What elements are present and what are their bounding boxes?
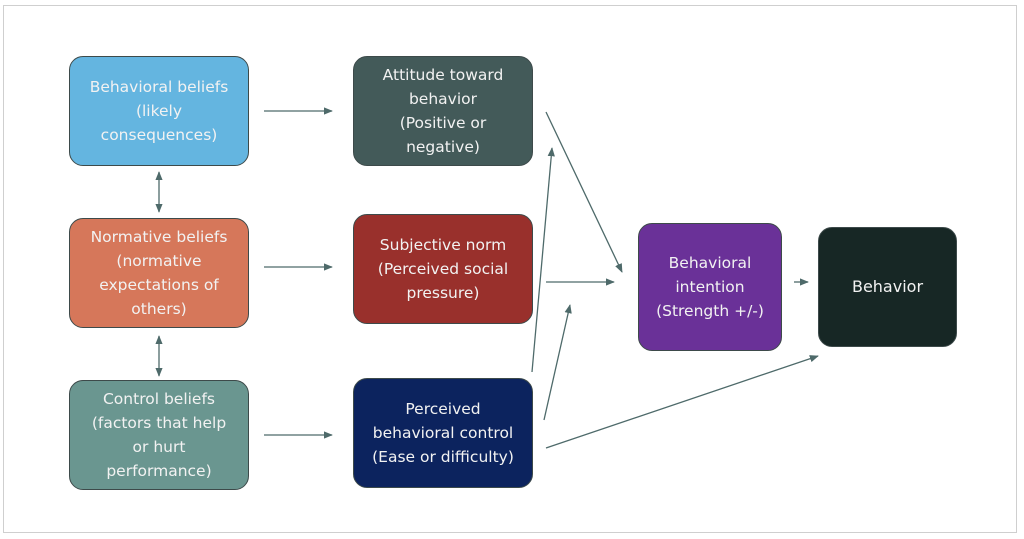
edge-perceived-attitude: [531, 147, 555, 373]
node-attitude: Attitude toward behavior (Positive or ne…: [353, 56, 533, 166]
node-control-beliefs: Control beliefs (factors that help or hu…: [69, 380, 249, 490]
node-behavior: Behavior: [818, 227, 957, 347]
node-subjective-norm-label: Subjective norm (Perceived social pressu…: [377, 236, 509, 302]
node-behavioral-beliefs-label: Behavioral beliefs (likely consequences): [89, 78, 229, 144]
node-normative-beliefs-label: Normative beliefs (normative expectation…: [90, 228, 228, 318]
node-control-beliefs-label: Control beliefs (factors that help or hu…: [91, 390, 227, 480]
node-behavioral-beliefs: Behavioral beliefs (likely consequences): [69, 56, 249, 166]
node-perceived-control: Perceived behavioral control (Ease or di…: [353, 378, 533, 488]
edge-perceived-intention: [543, 304, 572, 421]
diagram-frame: [3, 5, 1017, 533]
node-intention-label: Behavioral intention (Strength +/-): [656, 254, 764, 320]
node-subjective-norm: Subjective norm (Perceived social pressu…: [353, 214, 533, 324]
node-normative-beliefs: Normative beliefs (normative expectation…: [69, 218, 249, 328]
node-attitude-label: Attitude toward behavior (Positive or ne…: [382, 66, 504, 156]
edge-perceived-behavior: [545, 355, 819, 449]
node-behavior-label: Behavior: [851, 277, 924, 296]
node-perceived-control-label: Perceived behavioral control (Ease or di…: [372, 400, 514, 466]
node-intention: Behavioral intention (Strength +/-): [638, 223, 782, 351]
edge-attitude-intention: [545, 111, 623, 273]
